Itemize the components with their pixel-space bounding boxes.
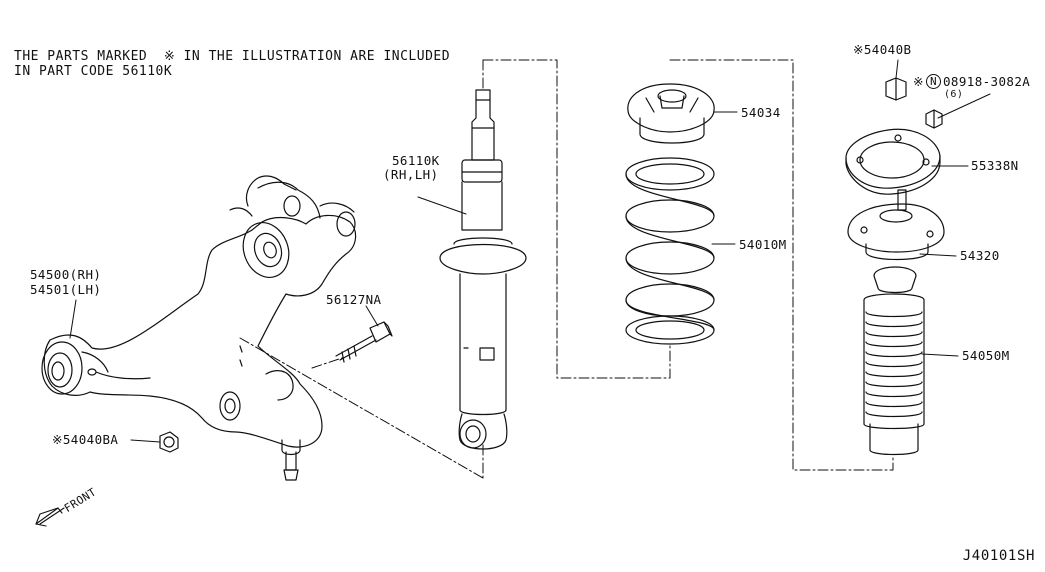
label-54040ba: ※54040BA (52, 432, 119, 447)
label-56110k: 56110K (392, 153, 440, 168)
label-56127na: 56127NA (326, 292, 382, 307)
leader-lines (69, 59, 991, 443)
shock-absorber-56110k (439, 89, 527, 450)
label-54034: 54034 (741, 105, 781, 120)
coil-spring-54010m (625, 157, 715, 345)
lower-control-arm (41, 175, 357, 481)
diagram-note: THE PARTS MARKED ※ IN THE ILLUSTRATION A… (14, 49, 450, 79)
label-54040b: ※54040B (853, 42, 912, 57)
note-line-1: THE PARTS MARKED ※ IN THE ILLUSTRATION A… (14, 49, 451, 64)
upper-insulator-54034 (627, 83, 715, 144)
label-08918-qty: (6) (944, 89, 964, 100)
label-54320: 54320 (960, 248, 1000, 263)
label-54500: 54500(RH) (30, 267, 102, 282)
label-08918-3082a: 08918-3082A (943, 74, 1031, 89)
assembly-guide-lines (239, 59, 894, 479)
label-56110k-side: (RH,LH) (383, 167, 439, 182)
note-line-2: IN PART CODE 56110K (14, 64, 173, 79)
label-08918-mark: ※ (913, 74, 924, 89)
label-55338n: 55338N (971, 158, 1019, 173)
drawing-reference-code: J40101SH (962, 548, 1035, 564)
nut-08918-3082a (925, 109, 943, 129)
label-08918-circle: N (926, 74, 941, 89)
strut-mount-54320 (847, 189, 945, 261)
dust-boot-54050m (863, 266, 925, 456)
bracket-55338n (845, 128, 941, 195)
label-54050m: 54050M (962, 348, 1010, 363)
bolt-56127na (335, 321, 393, 363)
front-arrow-icon (35, 507, 65, 527)
label-54010m: 54010M (739, 237, 787, 252)
nut-54040ba (159, 431, 179, 453)
nut-54040b (885, 77, 907, 101)
label-54501: 54501(LH) (30, 282, 102, 297)
